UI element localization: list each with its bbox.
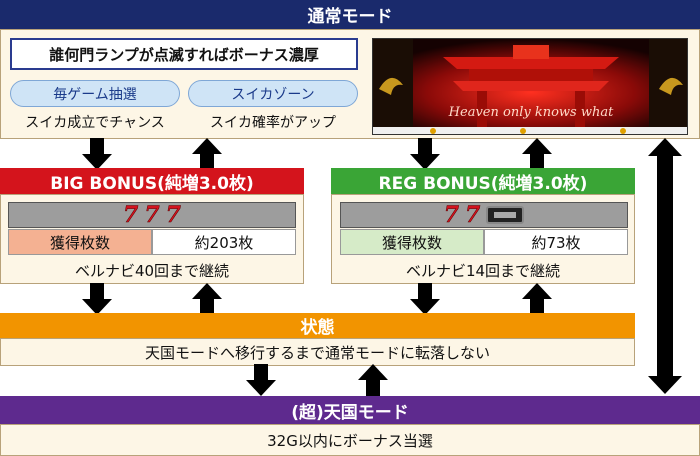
arrow-down-icon: [82, 283, 112, 315]
seven-symbol-icon: 7: [123, 202, 139, 229]
big-bonus-value: 約203枚: [152, 229, 296, 255]
normal-mode-header: 通常モード: [0, 0, 700, 29]
state-title: 状態: [300, 318, 335, 338]
normal-mode-title: 通常モード: [307, 7, 393, 27]
arrow-down-icon: [410, 138, 440, 170]
game-screenshot: Heaven only knows what: [372, 38, 688, 135]
pill-right-label: スイカゾーン: [231, 86, 315, 103]
heaven-mode-note: 32G以内にボーナス当選: [0, 424, 700, 456]
arrow-up-icon: [522, 283, 552, 315]
arrow-up-icon: [192, 283, 222, 315]
seven-symbol-icon: 7: [165, 202, 181, 229]
seven-symbol-icon: 7: [443, 202, 459, 229]
state-note: 天国モードへ移行するまで通常モードに転落しない: [0, 338, 635, 366]
headline-text: 誰何門ランプが点滅すればボーナス濃厚: [49, 45, 319, 64]
desc-left: スイカ成立でチャンス: [25, 115, 165, 131]
big-bonus-reel: 7 7 7: [8, 202, 296, 228]
big-bonus-note: ベルナビ40回まで継続: [74, 261, 230, 280]
pill-left-label: 毎ゲーム抽選: [53, 86, 137, 103]
desc-right: スイカ確率がアップ: [210, 115, 336, 131]
state-header: 状態: [0, 313, 635, 338]
big-bonus-header: BIG BONUS(純増3.0枚): [0, 168, 304, 194]
seven-symbol-icon: 7: [465, 202, 481, 229]
reg-bonus-reel: 7 7: [340, 202, 628, 228]
reg-bonus-label: 獲得枚数: [340, 229, 484, 255]
arrow-up-icon: [192, 138, 222, 170]
bar-symbol-icon: [486, 206, 525, 224]
gate-illustration: Heaven only knows what: [373, 39, 687, 134]
big-bonus-title: BIG BONUS(純増3.0枚): [50, 173, 254, 194]
reg-bonus-header: REG BONUS(純増3.0枚): [331, 168, 635, 194]
heaven-mode-header: (超)天国モード: [0, 396, 700, 424]
arrow-up-icon: [358, 364, 388, 396]
arrow-down-icon: [246, 364, 276, 396]
image-caption: Heaven only knows what: [448, 105, 614, 120]
reg-bonus-value: 約73枚: [484, 229, 628, 255]
big-bonus-label: 獲得枚数: [8, 229, 152, 255]
headline-box: 誰何門ランプが点滅すればボーナス濃厚: [10, 38, 358, 70]
seven-symbol-icon: 7: [144, 202, 160, 229]
arrow-up-icon: [522, 138, 552, 170]
heaven-mode-title: (超)天国モード: [291, 402, 409, 423]
pill-per-game-lottery: 毎ゲーム抽選: [10, 80, 180, 107]
reg-bonus-title: REG BONUS(純増3.0枚): [378, 173, 588, 194]
arrow-down-icon: [82, 138, 112, 170]
reg-bonus-note: ベルナビ14回まで継続: [405, 261, 561, 280]
double-arrow-icon: [648, 138, 682, 394]
arrow-down-icon: [410, 283, 440, 315]
pill-suika-zone: スイカゾーン: [188, 80, 358, 107]
